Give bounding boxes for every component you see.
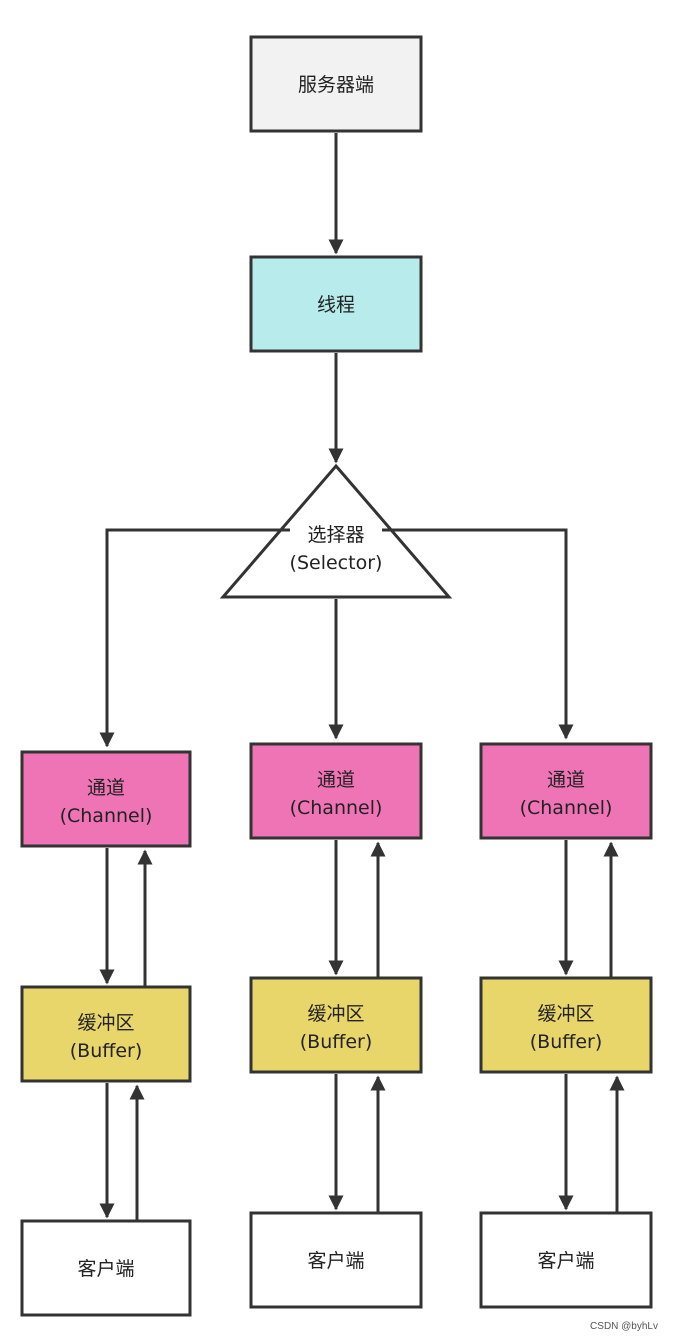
channel-box [20,750,192,848]
client-label: 客户端 [307,1250,364,1272]
buffer-label-line2: (Buffer) [70,1040,143,1062]
selector-label-line1: 选择器 [307,524,364,546]
server-box [249,35,423,133]
client-label: 客户端 [77,1258,134,1280]
buffer-label-line1: 缓冲区 [537,1003,594,1025]
channel-box [249,742,423,840]
thread-label: 线程 [317,294,355,316]
server-label: 服务器端 [298,74,374,96]
watermark-text: CSDN @byhLv [590,1321,658,1332]
buffer-box [20,985,192,1083]
buffer-label-line1: 缓冲区 [77,1012,134,1034]
channel-label-line2: (Channel) [290,797,383,819]
channel-label-line2: (Channel) [520,797,613,819]
buffer-box [479,976,653,1074]
buffer-label-line1: 缓冲区 [307,1003,364,1025]
channel-label-line2: (Channel) [60,805,153,827]
selector-label-line2: (Selector) [290,552,383,574]
thread-box [249,255,423,353]
channel-label-line1: 通道 [317,769,355,791]
column-1: 通道 (Channel) 缓冲区 (Buffer) 客户端 [20,750,192,1317]
client-box [20,1219,192,1317]
column-3: 通道 (Channel) 缓冲区 (Buffer) 客户端 [479,742,653,1309]
arrow-selector-to-channel-1 [99,528,290,748]
thread-node: 线程 [249,255,423,353]
channel-label-line1: 通道 [547,769,585,791]
client-box [479,1211,653,1309]
client-label: 客户端 [537,1250,594,1272]
column-2: 通道 (Channel) 缓冲区 (Buffer) 客户端 [249,742,423,1309]
channel-box [479,742,653,840]
buffer-label-line2: (Buffer) [300,1031,373,1053]
server-node: 服务器端 [249,35,423,133]
client-box [249,1211,423,1309]
channel-label-line1: 通道 [87,777,125,799]
arrow-selector-to-channel-3 [382,528,574,740]
buffer-label-line2: (Buffer) [530,1031,603,1053]
buffer-box [249,976,423,1074]
